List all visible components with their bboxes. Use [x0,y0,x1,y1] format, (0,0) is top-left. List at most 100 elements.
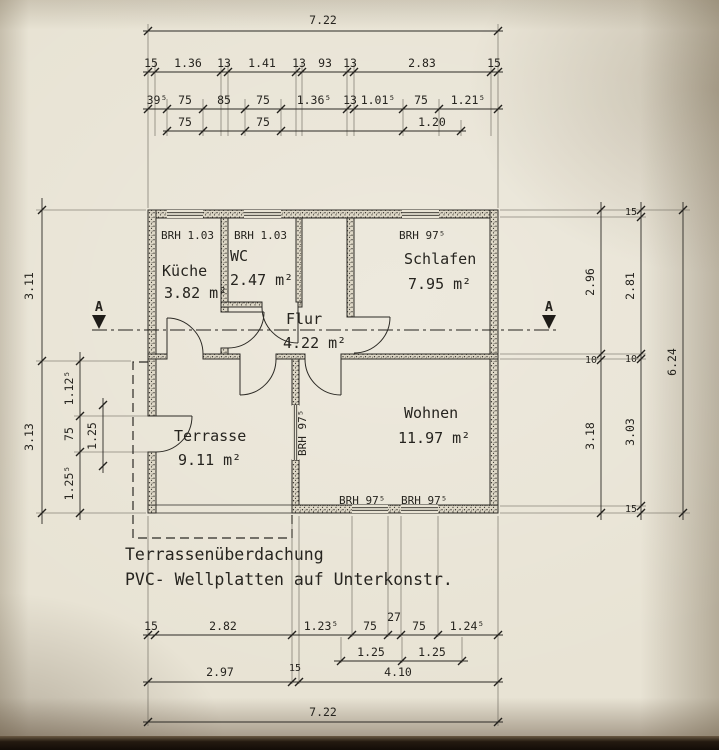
dim-bottom-overall-ticks [143,717,503,727]
top-extension-lines-mid [154,62,492,136]
dim-label: 75 [62,427,76,441]
dim-label: 15 [144,619,158,633]
wall-wohnen-left-upper [291,358,300,406]
dim-label: 13 [343,93,357,107]
dim-left-outer-ticks [37,205,47,518]
dim-label: 75 [178,93,192,107]
dim-label: 4.10 [384,665,412,679]
wall-middle-4 [340,353,499,360]
top-extension-lines-main [147,24,499,208]
dim-top-overall-label: 7.22 [309,13,337,27]
dim-label: 1.25⁵ [62,466,76,501]
brh-label-wohnen-left: BRH 97⁵ [296,410,309,456]
dim-label: 2.83 [408,56,436,70]
dim-label: 1.36 [174,56,202,70]
window-wc [244,210,281,218]
dim-label: 15 [625,207,637,218]
dim-right-inner-ticks [596,205,606,518]
dim-label: 1.41 [248,56,276,70]
top-dimension-block: 7.22 15 1.36 13 1.41 13 93 13 2.83 15 39… [143,13,503,208]
terrace-roof-outline [132,361,293,539]
brh-label-wc: BRH 1.03 [234,229,287,242]
dim-label: 13 [217,56,231,70]
dim-label: 1.25 [418,645,446,659]
wall-wc-bottom-2 [297,301,303,308]
wall-wohnen-left-lower [291,459,300,506]
window-wohnen-1 [352,505,388,513]
dim-label: 1.20 [418,115,446,129]
dim-label: 1.24⁵ [450,619,485,633]
dim-label: 39⁵ [147,93,168,107]
dim-label: 85 [217,93,231,107]
note-line-2: PVC- Wellplatten auf Unterkonstr. [125,570,453,589]
window-kueche [167,210,203,218]
section-label-left: A [95,299,103,315]
dim-label: 2.96 [583,268,597,296]
room-area-schlafen: 7.95 m² [408,275,471,293]
dim-label: 13 [292,56,306,70]
door-swing-arcs [155,306,391,453]
wall-kueche-right-lower [220,347,229,355]
dim-top-overall-ticks [143,26,503,36]
section-arrow-left [92,315,106,329]
brh-label-schlafen: BRH 97⁵ [399,229,445,242]
wall-schlafen-left [346,217,355,318]
window-wohnen-2 [401,505,438,513]
dim-label: 3.03 [623,418,637,446]
dim-label: 10 [585,355,597,366]
dim-label: 15 [625,504,637,515]
dim-label: 15 [144,56,158,70]
wall-bottom [291,504,499,514]
dim-right-overall-ticks [678,205,688,518]
dim-label: 3.11 [22,272,36,300]
dim-label: 1.21⁵ [451,93,486,107]
room-area-wc: 2.47 m² [230,271,293,289]
dim-label: 13 [343,56,357,70]
dim-bottom-overall-label: 7.22 [309,705,337,719]
left-extension-lines [36,209,152,514]
dim-label: 93 [318,56,332,70]
wall-left-upper [147,209,157,417]
wall-wc-niche [295,217,303,303]
room-name-wohnen: Wohnen [404,404,458,422]
dim-label: 10 [625,354,637,365]
section-label-right: A [545,299,553,315]
right-extension-lines [500,209,690,514]
dim-left-inner-ticks [75,356,85,518]
dim-label: 1.25 [85,422,99,450]
wall-wc-bottom-1 [220,301,263,308]
notes-block: Terrassenüberdachung PVC- Wellplatten au… [125,545,453,589]
dim-label: 27 [387,610,401,624]
room-area-terrasse: 9.11 m² [178,451,241,469]
dim-label: 2.81 [623,272,637,300]
dim-label: 15 [289,663,301,674]
dim-label: 3.18 [583,422,597,450]
room-name-terrasse: Terrasse [174,427,246,445]
dim-bottom-sub-ticks [336,656,467,666]
dim-label: 1.23⁵ [304,619,339,633]
window-glass-lines [167,212,439,511]
room-name-schlafen: Schlafen [404,250,476,268]
dim-label: 1.12⁵ [62,371,76,406]
dim-bottom-row2-ticks [143,677,503,687]
dim-right-mid-ticks [636,205,646,518]
dim-label: 75 [414,93,428,107]
wall-left-lower [147,451,157,514]
dim-label: 1.36⁵ [297,93,332,107]
room-name-kueche: Küche [162,262,207,280]
dim-top-row2-ticks [143,104,503,114]
dim-label: 75 [178,115,192,129]
right-dimension-block: 2.96 10 3.18 15 2.81 10 3.03 15 6.24 [500,202,690,520]
dim-label: 1.01⁵ [361,93,396,107]
bottom-dimension-block: 15 2.82 1.23⁵ 75 27 75 1.24⁵ 1.25 1.25 2… [143,516,503,727]
brh-label-wohnen-bottom-1: BRH 97⁵ [339,494,385,507]
section-arrow-right [542,315,556,329]
door-leaves [156,307,390,417]
wall-middle-3 [275,353,306,360]
room-name-wc: WC [230,247,248,265]
left-dimension-block: 3.11 3.13 1.12⁵ 75 1.25⁵ 1.25 [22,198,152,524]
dim-label: 3.13 [22,423,36,451]
dim-label: 6.24 [665,348,679,376]
